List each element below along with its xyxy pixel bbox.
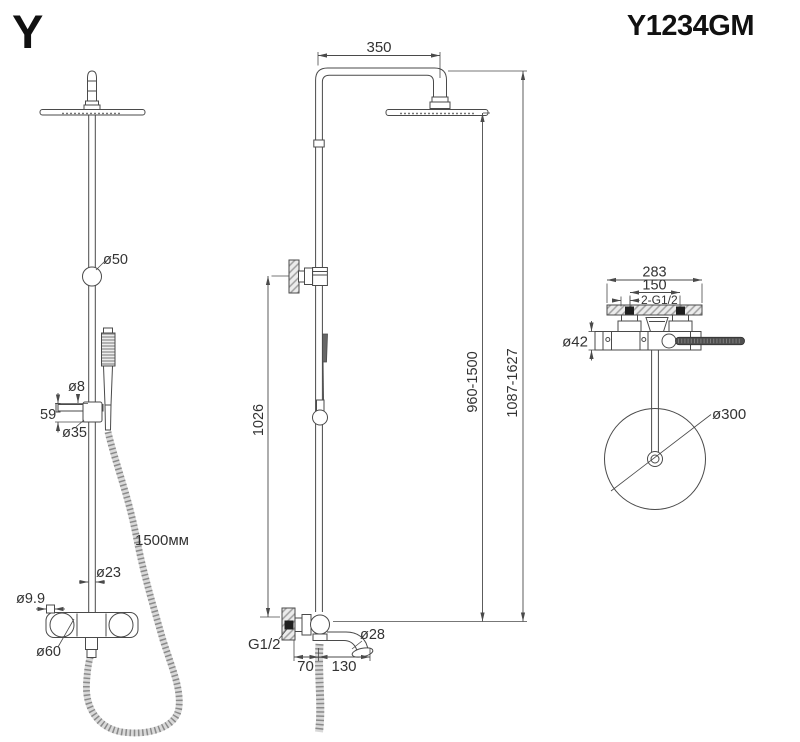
side-top-stub [87,70,97,101]
dim-d23-label: ø23 [96,565,121,581]
front-handshower-edge [322,333,328,363]
side-hose-outlet-lower [86,649,97,658]
spout-inner-curve [327,640,358,652]
dim-d99-label: ø9.9 [16,591,45,607]
dim-hose-length-label: 1500мм [135,532,189,549]
top-head-hub-outer [647,451,663,467]
side-rain-head-disc [39,109,146,116]
front-arm-inner [321,74,434,612]
handshower-head [101,332,116,367]
dim-1026-label: 1026 [251,404,267,436]
holder-clamp [82,401,103,423]
eccentric-right [668,320,693,332]
dim-283-label: 283 [642,265,666,281]
model-number: Y1234GM [627,10,754,42]
dim-d35-label: ø35 [62,425,87,441]
front-hose [315,643,325,733]
dim-d60-label: ø60 [36,644,61,660]
safety-button [46,604,55,614]
top-view: ø300 283 150 2-G1/2 ø42 [562,265,746,510]
screw-left [605,337,611,342]
d28-leader [351,640,363,650]
side-union-joint [82,266,102,287]
eccentric-left-step [621,314,638,322]
front-view: 350 1026 960-1500 1087-1627 70 130 G1/2 … [248,39,527,733]
handle-boss [661,333,677,349]
upper-wall-section [288,259,300,294]
dim-130-label: 130 [331,658,356,675]
front-rain-head-disc [385,109,489,116]
top-wall-section [606,304,703,316]
dim-d28-label: ø28 [360,627,385,643]
side-view: ø50 ø8 59 ø35 1500мм ø23 [16,70,189,737]
side-head-flange-upper [85,100,99,106]
d35-leader [75,419,85,428]
eccentric-right-step [672,314,689,322]
dim-1087-1627-label: 1087-1627 [505,348,521,417]
front-column-collar [313,139,325,148]
g12-leader [278,628,288,640]
eccentric-left [617,320,642,332]
front-spout-base [312,633,328,641]
handshower-hose-nut [104,404,112,431]
dim-d50-label: ø50 [103,252,128,268]
valve-wall-step2 [301,614,312,636]
front-valve-knob [310,614,330,635]
upper-bracket-step1 [298,270,305,283]
dim-150-label: 150 [642,278,666,294]
handshower-handle [102,365,114,406]
dim-d42-label: ø42 [562,334,588,351]
dim-d300-label: ø300 [712,406,746,423]
side-valve-right-knob [108,612,134,638]
front-arm-outer [315,67,447,612]
dim-g12-label: G1/2 [248,636,281,653]
brand-logo: Y [12,5,43,58]
spout-outer-curve [327,631,369,651]
top-head-hub-inner [650,454,660,464]
holder-rod [57,404,104,412]
side-hose-outlet-upper [85,637,98,650]
front-handshower-handle-edge [322,361,324,403]
dim-350-label: 350 [366,39,391,56]
front-head-flange-lower [429,101,451,109]
d300-leader [610,414,712,492]
top-inlet-left [625,306,634,315]
inlet-connection [284,620,294,630]
d50-leader [95,260,106,271]
front-holder-stem [316,399,325,412]
front-union-joint [312,267,328,286]
front-head-flange-upper [431,96,449,103]
d60-leader [57,618,75,648]
upper-bracket-step2 [304,267,313,285]
front-holder-knob [312,409,328,426]
screw-right [641,337,647,342]
shower-hose [83,431,183,737]
handshower-cap [103,327,113,334]
dim-2g12-label: 2-G1/2 [641,293,678,307]
diverter-knob [645,317,669,332]
dim-d8-label: ø8 [68,379,85,395]
dim-70-label: 70 [297,658,314,675]
dim-960-1500-label: 960-1500 [465,351,481,412]
dim-59-label: 59 [40,407,56,423]
valve-wall-step1 [294,617,303,632]
side-valve-left-knob [49,612,75,638]
top-rain-head-circle [604,408,706,510]
top-inlet-right [676,306,685,315]
